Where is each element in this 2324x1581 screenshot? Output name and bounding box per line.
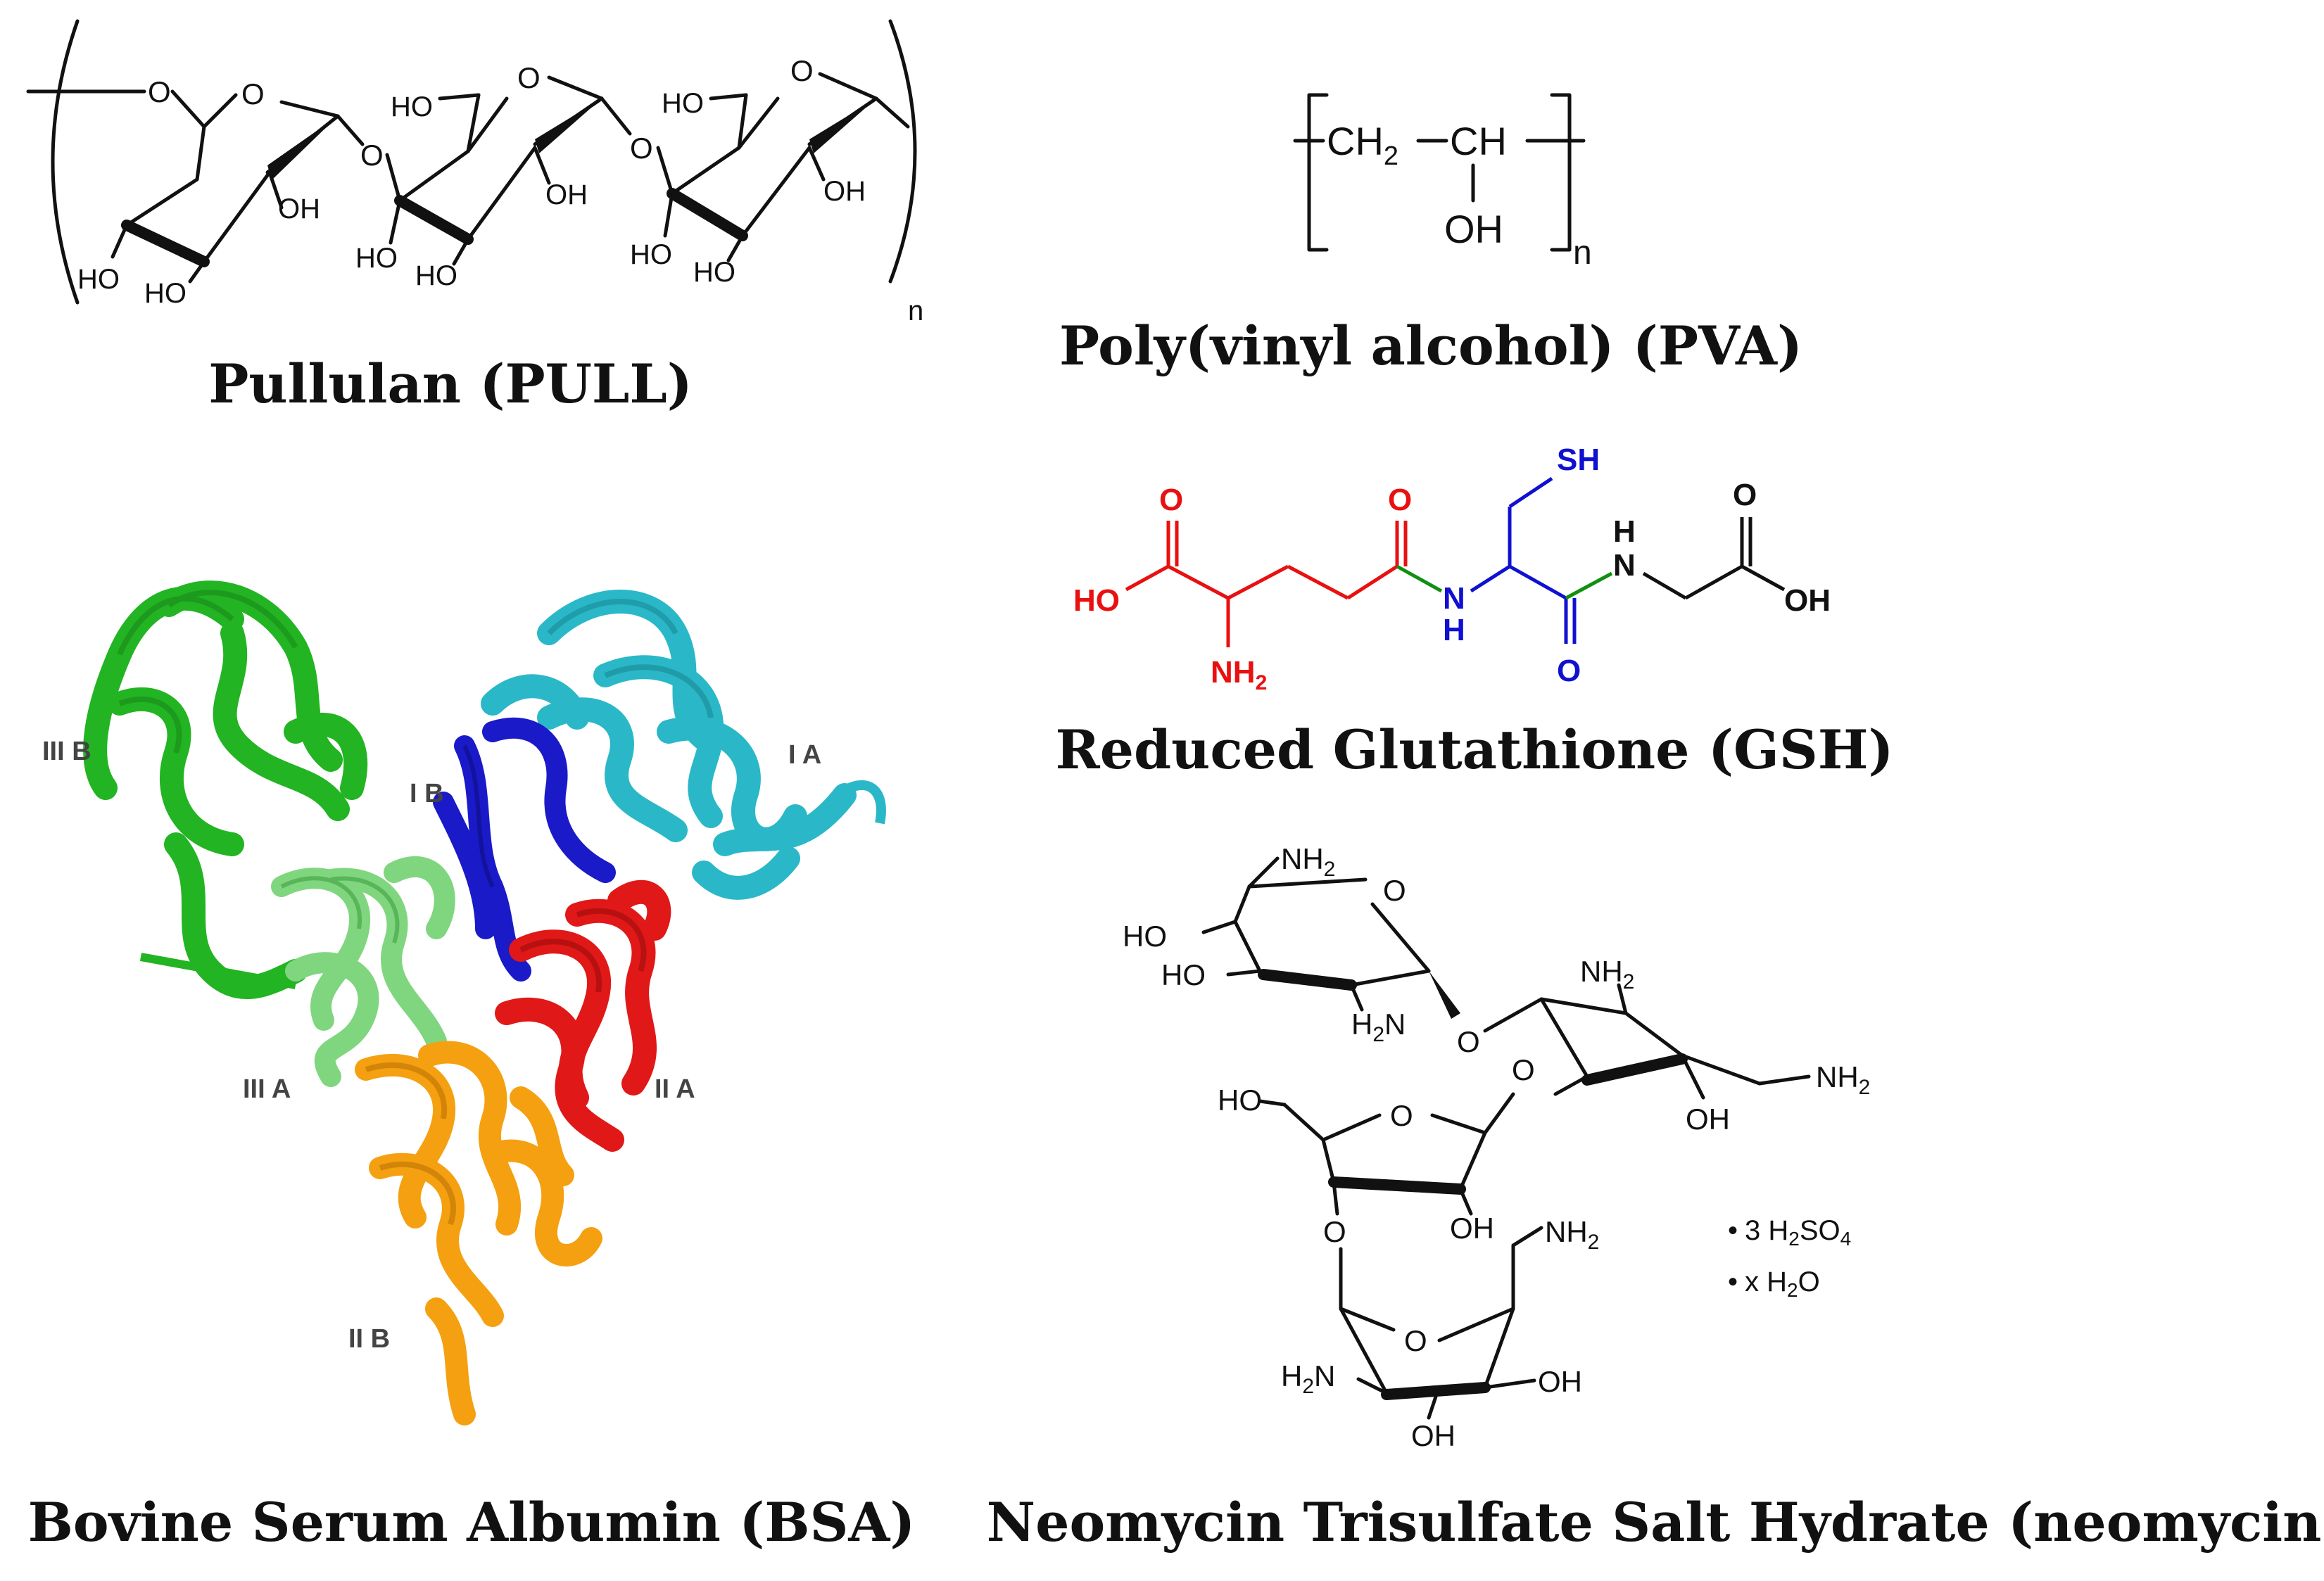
pva-repeat-n: n [1573,234,1592,272]
pva-oh: OH [1444,207,1503,251]
neomycin-ring-D: NH2 O H2N OH OH [1281,1215,1599,1452]
bsa-domain-IIB [355,1041,602,1426]
bsa-ribbon-model: III B I B I A III A II A II B [42,580,886,1426]
bsa-label-IB: I B [410,779,444,808]
neomycin-nh2-3: NH2 [1816,1060,1870,1099]
bsa-label-IA: I A [788,740,821,770]
gsh-sh: SH [1557,443,1600,477]
bsa-domain-IIIA [271,856,455,1087]
gsh-peptide-bond-2 [1565,571,1613,600]
neomycin-o-3: O [1404,1324,1427,1357]
bsa-domain-IIIB [83,580,368,999]
pullulan-o-link-2: O [630,132,653,165]
neomycin-o-link-3: O [1323,1215,1346,1248]
neomycin-nh2-2: NH2 [1580,955,1634,993]
pullulan-ring-3: HO O OH HO HO [630,54,910,288]
neomycin-o-2: O [1390,1099,1413,1132]
bsa-label-IIIA: III A [243,1074,291,1104]
gsh-h-2: H [1613,514,1636,549]
gsh-ho: HO [1073,583,1120,618]
pullulan-ho-3: HO [391,91,433,122]
pva-ch2: CH2 [1327,119,1398,171]
pullulan-ring-1: O O OH HO HO O [77,75,384,309]
neomycin-o-1: O [1383,874,1406,907]
gsh-glutamate-residue [1125,521,1408,647]
neomycin-nh2-4: NH2 [1545,1215,1599,1254]
gsh-glycine-residue [1642,517,1786,600]
pullulan-ho-8: HO [693,257,735,288]
pullulan-o-4: O [790,54,814,87]
gsh-structure: O HO NH2 O N H SH O H N O [1073,443,1831,694]
gsh-o-3: O [1557,654,1581,688]
neomycin-salt-annotation: •3 H2SO4 •x H2O [1728,1215,1851,1301]
caption-bsa: Bovine Serum Albumin (BSA) [28,1491,916,1554]
pullulan-o-link-1: O [360,139,384,172]
caption-pva: Poly(vinyl alcohol) (PVA) [1059,315,1802,377]
pullulan-ho-6: HO [662,88,704,119]
neomycin-ring-C: HO O OH O [1218,1084,1515,1248]
pullulan-ho-5: HO [415,260,457,291]
pullulan-ho-1: HO [77,264,120,295]
neomycin-ring-A: NH2 O HO HO H2N O [1123,842,1480,1058]
bsa-label-IIIB: III B [42,737,91,766]
pullulan-ho-4: HO [355,243,398,274]
pullulan-ring-2: HO O OH HO HO O [355,61,653,291]
pullulan-repeat-n: n [908,296,923,326]
gsh-oh: OH [1784,583,1831,618]
pva-structure: CH2 CH OH n [1293,93,1592,272]
gsh-n-1: N [1443,581,1465,616]
gsh-o-1: O [1159,483,1183,517]
neomycin-o-link-1: O [1457,1025,1480,1058]
caption-gsh: Reduced Glutathione (GSH) [1055,718,1893,781]
pullulan-structure: n O O OH HO HO O [26,19,923,326]
neomycin-oh-1: OH [1686,1103,1730,1136]
neomycin-h2n-1: H2N [1351,1008,1406,1046]
neomycin-hydrate: •x H2O [1728,1266,1820,1301]
neomycin-oh-2: OH [1450,1212,1494,1245]
gsh-o-4: O [1733,478,1757,512]
neomycin-oh-4: OH [1411,1419,1455,1452]
neomycin-h2n-2: H2N [1281,1359,1335,1398]
neomycin-o-link-2: O [1512,1053,1535,1086]
pullulan-oh-3: OH [823,176,866,207]
bsa-domain-IB [433,717,616,982]
neomycin-sulfate: •3 H2SO4 [1728,1215,1851,1250]
pullulan-o-2: O [241,77,265,110]
gsh-peptide-bond-1 [1396,564,1443,593]
gsh-o-2: O [1388,483,1412,517]
neomycin-ho-3: HO [1218,1084,1262,1117]
neomycin-ring-B: NH2 NH2 OH O [1483,955,1870,1136]
pullulan-ho-7: HO [630,239,672,270]
pullulan-o-1: O [148,75,171,108]
neomycin-ho-2: HO [1161,958,1206,991]
neomycin-nh2-1: NH2 [1281,842,1335,881]
neomycin-oh-3: OH [1538,1365,1582,1398]
gsh-nh2: NH2 [1211,655,1267,694]
gsh-h-1: H [1443,613,1465,647]
pva-ch: CH [1450,119,1507,163]
pullulan-oh-2: OH [545,179,588,210]
bsa-label-IIA: II A [655,1074,695,1104]
gsh-cysteine-residue [1470,476,1577,644]
neomycin-structure: NH2 O HO HO H2N O [1123,842,1870,1452]
neomycin-ho-1: HO [1123,920,1167,953]
bsa-label-IIB: II B [348,1324,390,1354]
caption-neomycin: Neomycin Trisulfate Salt Hydrate (neomyc… [987,1491,2324,1554]
pullulan-oh-1: OH [278,193,320,224]
pullulan-o-3: O [517,61,541,94]
gsh-n-2: N [1613,548,1636,583]
pullulan-ho-2: HO [144,278,187,309]
caption-pullulan: Pullulan (PULL) [208,353,692,415]
